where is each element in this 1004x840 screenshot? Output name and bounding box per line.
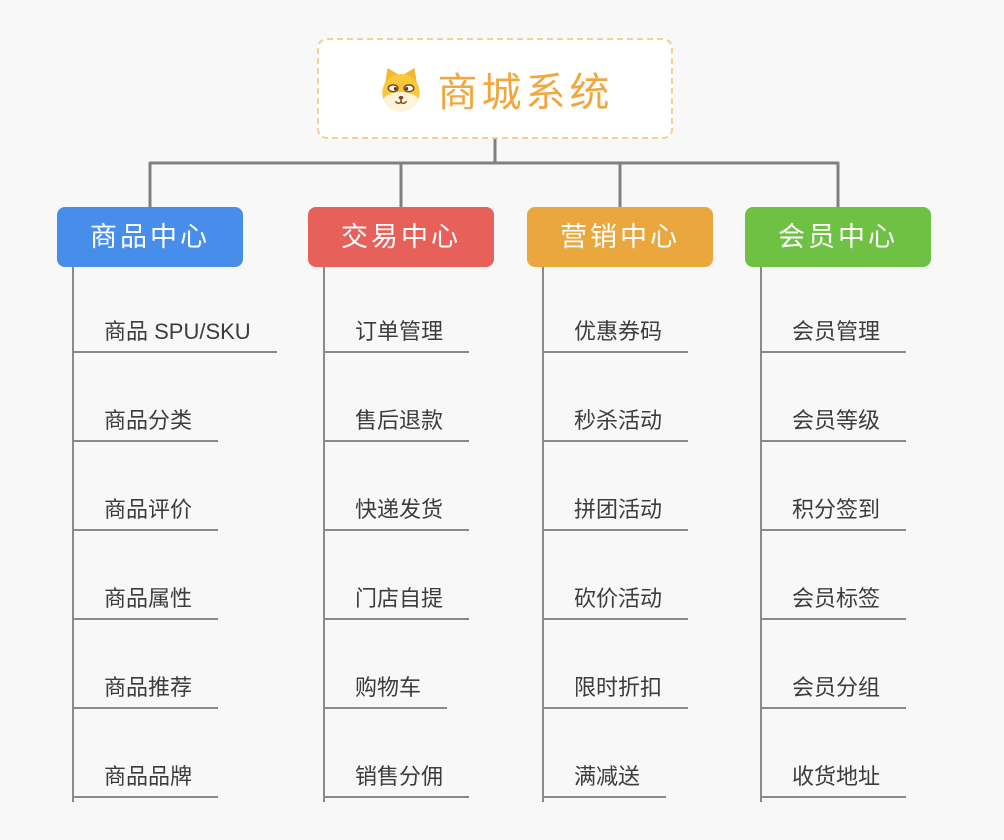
leaf-node[interactable]: 满减送 bbox=[542, 763, 667, 798]
leaf-label: 会员分组 bbox=[792, 675, 881, 700]
leaf-node[interactable]: 购物车 bbox=[323, 674, 448, 709]
root-node[interactable]: 商城系统 bbox=[317, 38, 673, 139]
leaf-label: 积分签到 bbox=[792, 497, 881, 522]
leaf-label: 满减送 bbox=[574, 764, 641, 789]
leaf-label: 限时折扣 bbox=[574, 675, 663, 700]
leaf-node[interactable]: 订单管理 bbox=[323, 318, 470, 353]
branch-column-product-center: 商品中心 商品 SPU/SKU 商品分类 商品评价 商品属性 商品推荐 商品品牌 bbox=[57, 207, 297, 840]
leaf-label: 商品推荐 bbox=[104, 675, 193, 700]
branch-column-member-center: 会员中心 会员管理 会员等级 积分签到 会员标签 会员分组 收货地址 bbox=[745, 207, 985, 840]
leaf-node[interactable]: 销售分佣 bbox=[323, 763, 470, 798]
leaf-label: 订单管理 bbox=[355, 319, 444, 344]
leaf-node[interactable]: 会员等级 bbox=[760, 407, 907, 442]
leaf-label: 商品属性 bbox=[104, 586, 193, 611]
leaf-node[interactable]: 商品品牌 bbox=[72, 763, 219, 798]
leaf-node[interactable]: 砍价活动 bbox=[542, 585, 689, 620]
leaf-label: 砍价活动 bbox=[574, 586, 663, 611]
branch-node-member-center[interactable]: 会员中心 bbox=[745, 207, 931, 267]
leaf-node[interactable]: 优惠券码 bbox=[542, 318, 689, 353]
leaf-node[interactable]: 收货地址 bbox=[760, 763, 907, 798]
leaf-node[interactable]: 商品属性 bbox=[72, 585, 219, 620]
leaf-label: 快递发货 bbox=[355, 497, 444, 522]
leaf-node[interactable]: 会员分组 bbox=[760, 674, 907, 709]
branch-column-marketing-center: 营销中心 优惠券码 秒杀活动 拼团活动 砍价活动 限时折扣 满减送 bbox=[527, 207, 767, 840]
leaf-label: 会员等级 bbox=[792, 408, 881, 433]
leaf-node[interactable]: 快递发货 bbox=[323, 496, 470, 531]
leaf-label: 拼团活动 bbox=[574, 497, 663, 522]
branch-node-marketing-center[interactable]: 营销中心 bbox=[527, 207, 713, 267]
leaf-node[interactable]: 商品推荐 bbox=[72, 674, 219, 709]
leaf-node[interactable]: 商品 SPU/SKU bbox=[72, 318, 277, 353]
leaf-node[interactable]: 会员标签 bbox=[760, 585, 907, 620]
leaf-node[interactable]: 售后退款 bbox=[323, 407, 470, 442]
leaf-node[interactable]: 商品评价 bbox=[72, 496, 219, 531]
leaf-label: 商品 SPU/SKU bbox=[104, 319, 251, 344]
branch-children-line bbox=[542, 267, 544, 802]
branch-children-line bbox=[760, 267, 762, 802]
leaf-label: 商品分类 bbox=[104, 408, 193, 433]
branch-node-trade-center[interactable]: 交易中心 bbox=[308, 207, 494, 267]
leaf-label: 门店自提 bbox=[355, 586, 444, 611]
root-title: 商城系统 bbox=[437, 70, 614, 115]
leaf-label: 秒杀活动 bbox=[574, 408, 663, 433]
branch-children-line bbox=[72, 267, 74, 802]
leaf-node[interactable]: 会员管理 bbox=[760, 318, 907, 353]
branch-column-trade-center: 交易中心 订单管理 售后退款 快递发货 门店自提 购物车 销售分佣 bbox=[308, 207, 548, 840]
leaf-node[interactable]: 门店自提 bbox=[323, 585, 470, 620]
leaf-label: 销售分佣 bbox=[355, 764, 444, 789]
leaf-label: 售后退款 bbox=[355, 408, 444, 433]
leaf-node[interactable]: 拼团活动 bbox=[542, 496, 689, 531]
shiba-dog-icon bbox=[381, 67, 420, 111]
leaf-label: 优惠券码 bbox=[574, 319, 663, 344]
leaf-label: 购物车 bbox=[355, 675, 422, 700]
leaf-label: 商品品牌 bbox=[104, 764, 193, 789]
leaf-label: 会员管理 bbox=[792, 319, 881, 344]
branch-node-product-center[interactable]: 商品中心 bbox=[57, 207, 243, 267]
leaf-node[interactable]: 商品分类 bbox=[72, 407, 219, 442]
branch-children-line bbox=[323, 267, 325, 802]
leaf-node[interactable]: 秒杀活动 bbox=[542, 407, 689, 442]
leaf-label: 收货地址 bbox=[792, 764, 881, 789]
leaf-label: 会员标签 bbox=[792, 586, 881, 611]
leaf-node[interactable]: 限时折扣 bbox=[542, 674, 689, 709]
leaf-label: 商品评价 bbox=[104, 497, 193, 522]
leaf-node[interactable]: 积分签到 bbox=[760, 496, 907, 531]
